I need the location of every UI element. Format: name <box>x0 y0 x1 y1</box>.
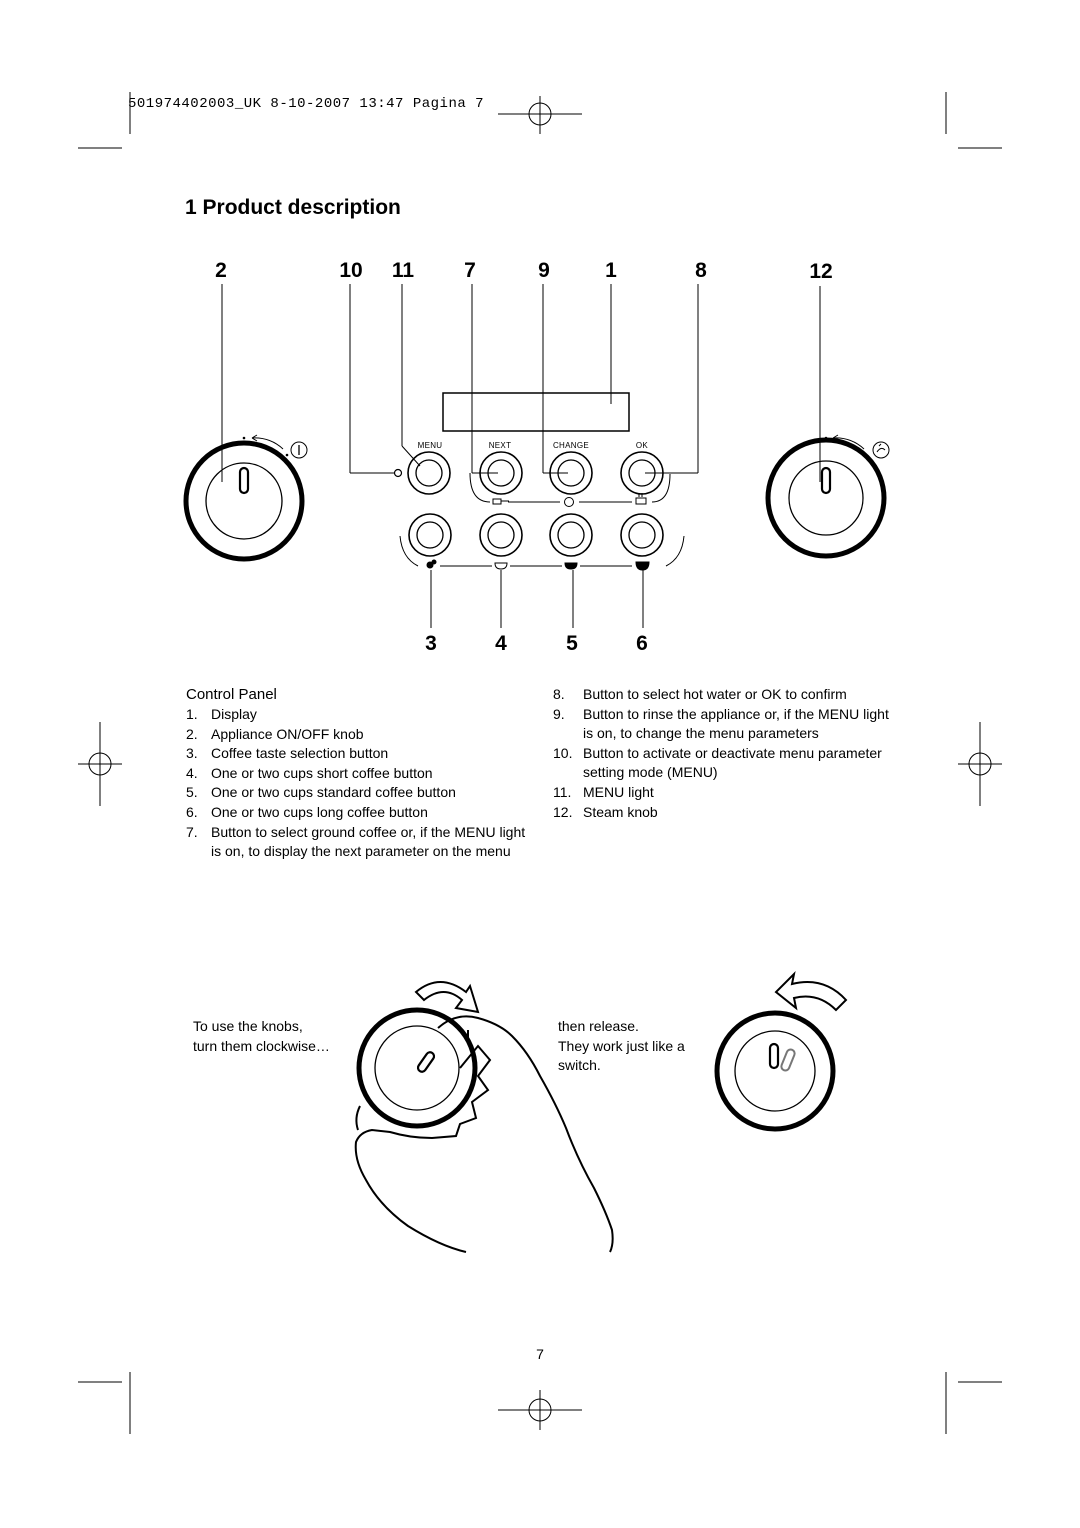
caption-line: turn them clockwise… <box>193 1037 330 1054</box>
knob-with-hand <box>354 981 614 1253</box>
section-title: 1 Product description <box>185 196 401 219</box>
knob-caption-right: then release. They work just like a swit… <box>558 1017 685 1076</box>
list-item: 3.Coffee taste selection button <box>186 745 389 762</box>
knob-released <box>714 970 848 1132</box>
crop-marks <box>78 92 1002 1434</box>
list-item: 9.Button to rinse the appliance or, if t… <box>553 705 889 742</box>
callout-10: 10 <box>339 259 363 282</box>
knob-caption-left: To use the knobs, turn them clockwise… <box>193 1017 330 1056</box>
caption-line: To use the knobs, <box>193 1018 303 1034</box>
caption-line: then release. <box>558 1018 639 1034</box>
display-panel <box>442 392 630 432</box>
callout-7: 7 <box>464 259 476 282</box>
callout-2: 2 <box>215 259 227 282</box>
list-item: 5.One or two cups standard coffee button <box>186 784 456 801</box>
callout-12: 12 <box>809 260 833 283</box>
on-off-knob <box>183 434 308 562</box>
list-item: 8.Button to select hot water or OK to co… <box>553 686 847 702</box>
bottom-buttons <box>399 513 685 571</box>
top-buttons <box>393 451 671 507</box>
callout-3: 3 <box>425 632 437 655</box>
change-label: CHANGE <box>552 441 590 450</box>
caption-line: They work just like a <box>558 1037 685 1054</box>
page-number: 7 <box>536 1346 544 1362</box>
control-panel-heading: Control Panel <box>186 686 277 703</box>
list-item: 11.MENU light <box>553 783 654 800</box>
list-item: 1.Display <box>186 706 257 722</box>
list-item: 12.Steam knob <box>553 803 658 820</box>
next-label: NEXT <box>488 441 512 450</box>
print-slug: 501974402003_UK 8-10-2007 13:47 Pagina 7 <box>128 96 485 112</box>
list-item: 2.Appliance ON/OFF knob <box>186 725 364 742</box>
caption-line: switch. <box>558 1057 601 1073</box>
callout-4: 4 <box>495 632 507 655</box>
callout-9: 9 <box>538 259 550 282</box>
callout-6: 6 <box>636 632 648 655</box>
list-item: 10.Button to activate or deactivate menu… <box>553 744 882 781</box>
callout-11: 11 <box>391 259 415 282</box>
registration-marks <box>78 96 1002 1430</box>
control-panel-list-left: 1.Display 2.Appliance ON/OFF knob 3.Coff… <box>186 705 531 862</box>
menu-label: MENU <box>417 441 443 450</box>
control-panel-list-right: 8.Button to select hot water or OK to co… <box>553 685 893 822</box>
list-item: 7.Button to select ground coffee or, if … <box>186 823 526 860</box>
list-item: 6.One or two cups long coffee button <box>186 803 428 820</box>
callout-5: 5 <box>566 632 578 655</box>
callout-8: 8 <box>695 259 707 282</box>
list-item: 4.One or two cups short coffee button <box>186 764 433 781</box>
steam-knob <box>765 434 890 559</box>
ok-label: OK <box>635 441 649 450</box>
callout-1: 1 <box>605 259 617 282</box>
